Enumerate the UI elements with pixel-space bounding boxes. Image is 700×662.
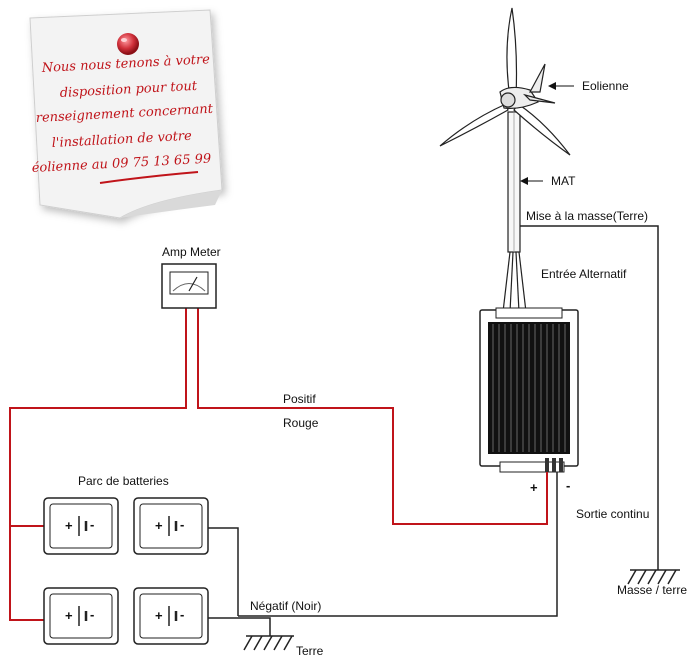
label-mise-masse: Mise à la masse(Terre) xyxy=(526,209,648,223)
battery-icon: + - xyxy=(133,497,209,555)
push-pin-icon xyxy=(117,33,139,55)
battery-minus: - xyxy=(90,517,94,532)
ground-wire-mast xyxy=(520,225,659,570)
battery-icon: + - xyxy=(43,497,119,555)
ammeter-icon xyxy=(161,263,217,309)
label-parc-batteries: Parc de batteries xyxy=(78,474,169,488)
controller-plus-label: + xyxy=(530,480,538,495)
label-masse-terre: Masse / terre xyxy=(617,583,687,597)
note-line-4: l'installation de votre xyxy=(51,129,192,151)
ground-symbol-icon xyxy=(627,569,680,585)
label-amp-meter: Amp Meter xyxy=(162,245,221,259)
label-positif: Positif xyxy=(283,392,316,406)
wind-turbine-icon xyxy=(439,7,571,313)
label-entree-alternatif: Entrée Alternatif xyxy=(541,267,627,281)
ground-symbol-icon xyxy=(243,635,294,651)
battery-icon: + - xyxy=(43,587,119,645)
battery-icon: + - xyxy=(133,587,209,645)
positive-wires xyxy=(9,306,548,621)
charge-controller-icon xyxy=(479,307,579,473)
battery-minus: - xyxy=(90,607,94,622)
battery-plus: + xyxy=(155,608,163,623)
label-rouge: Rouge xyxy=(283,416,319,430)
negative-wires xyxy=(170,472,558,636)
label-eolienne: Eolienne xyxy=(582,79,629,93)
battery-plus: + xyxy=(65,608,73,623)
label-mat: MAT xyxy=(551,174,576,188)
battery-plus: + xyxy=(155,518,163,533)
note-line-2: disposition pour tout xyxy=(59,79,198,101)
controller-minus-label: - xyxy=(566,478,570,493)
battery-minus: - xyxy=(180,607,184,622)
label-sortie-continu: Sortie continu xyxy=(576,507,649,521)
battery-plus: + xyxy=(65,518,73,533)
label-negatif: Négatif (Noir) xyxy=(250,599,321,613)
battery-minus: - xyxy=(180,517,184,532)
sticky-note: Nous nous tenons à votre disposition pou… xyxy=(29,9,223,219)
label-terre: Terre xyxy=(296,644,324,658)
battery-bank: + - + - + - + - xyxy=(43,497,209,645)
